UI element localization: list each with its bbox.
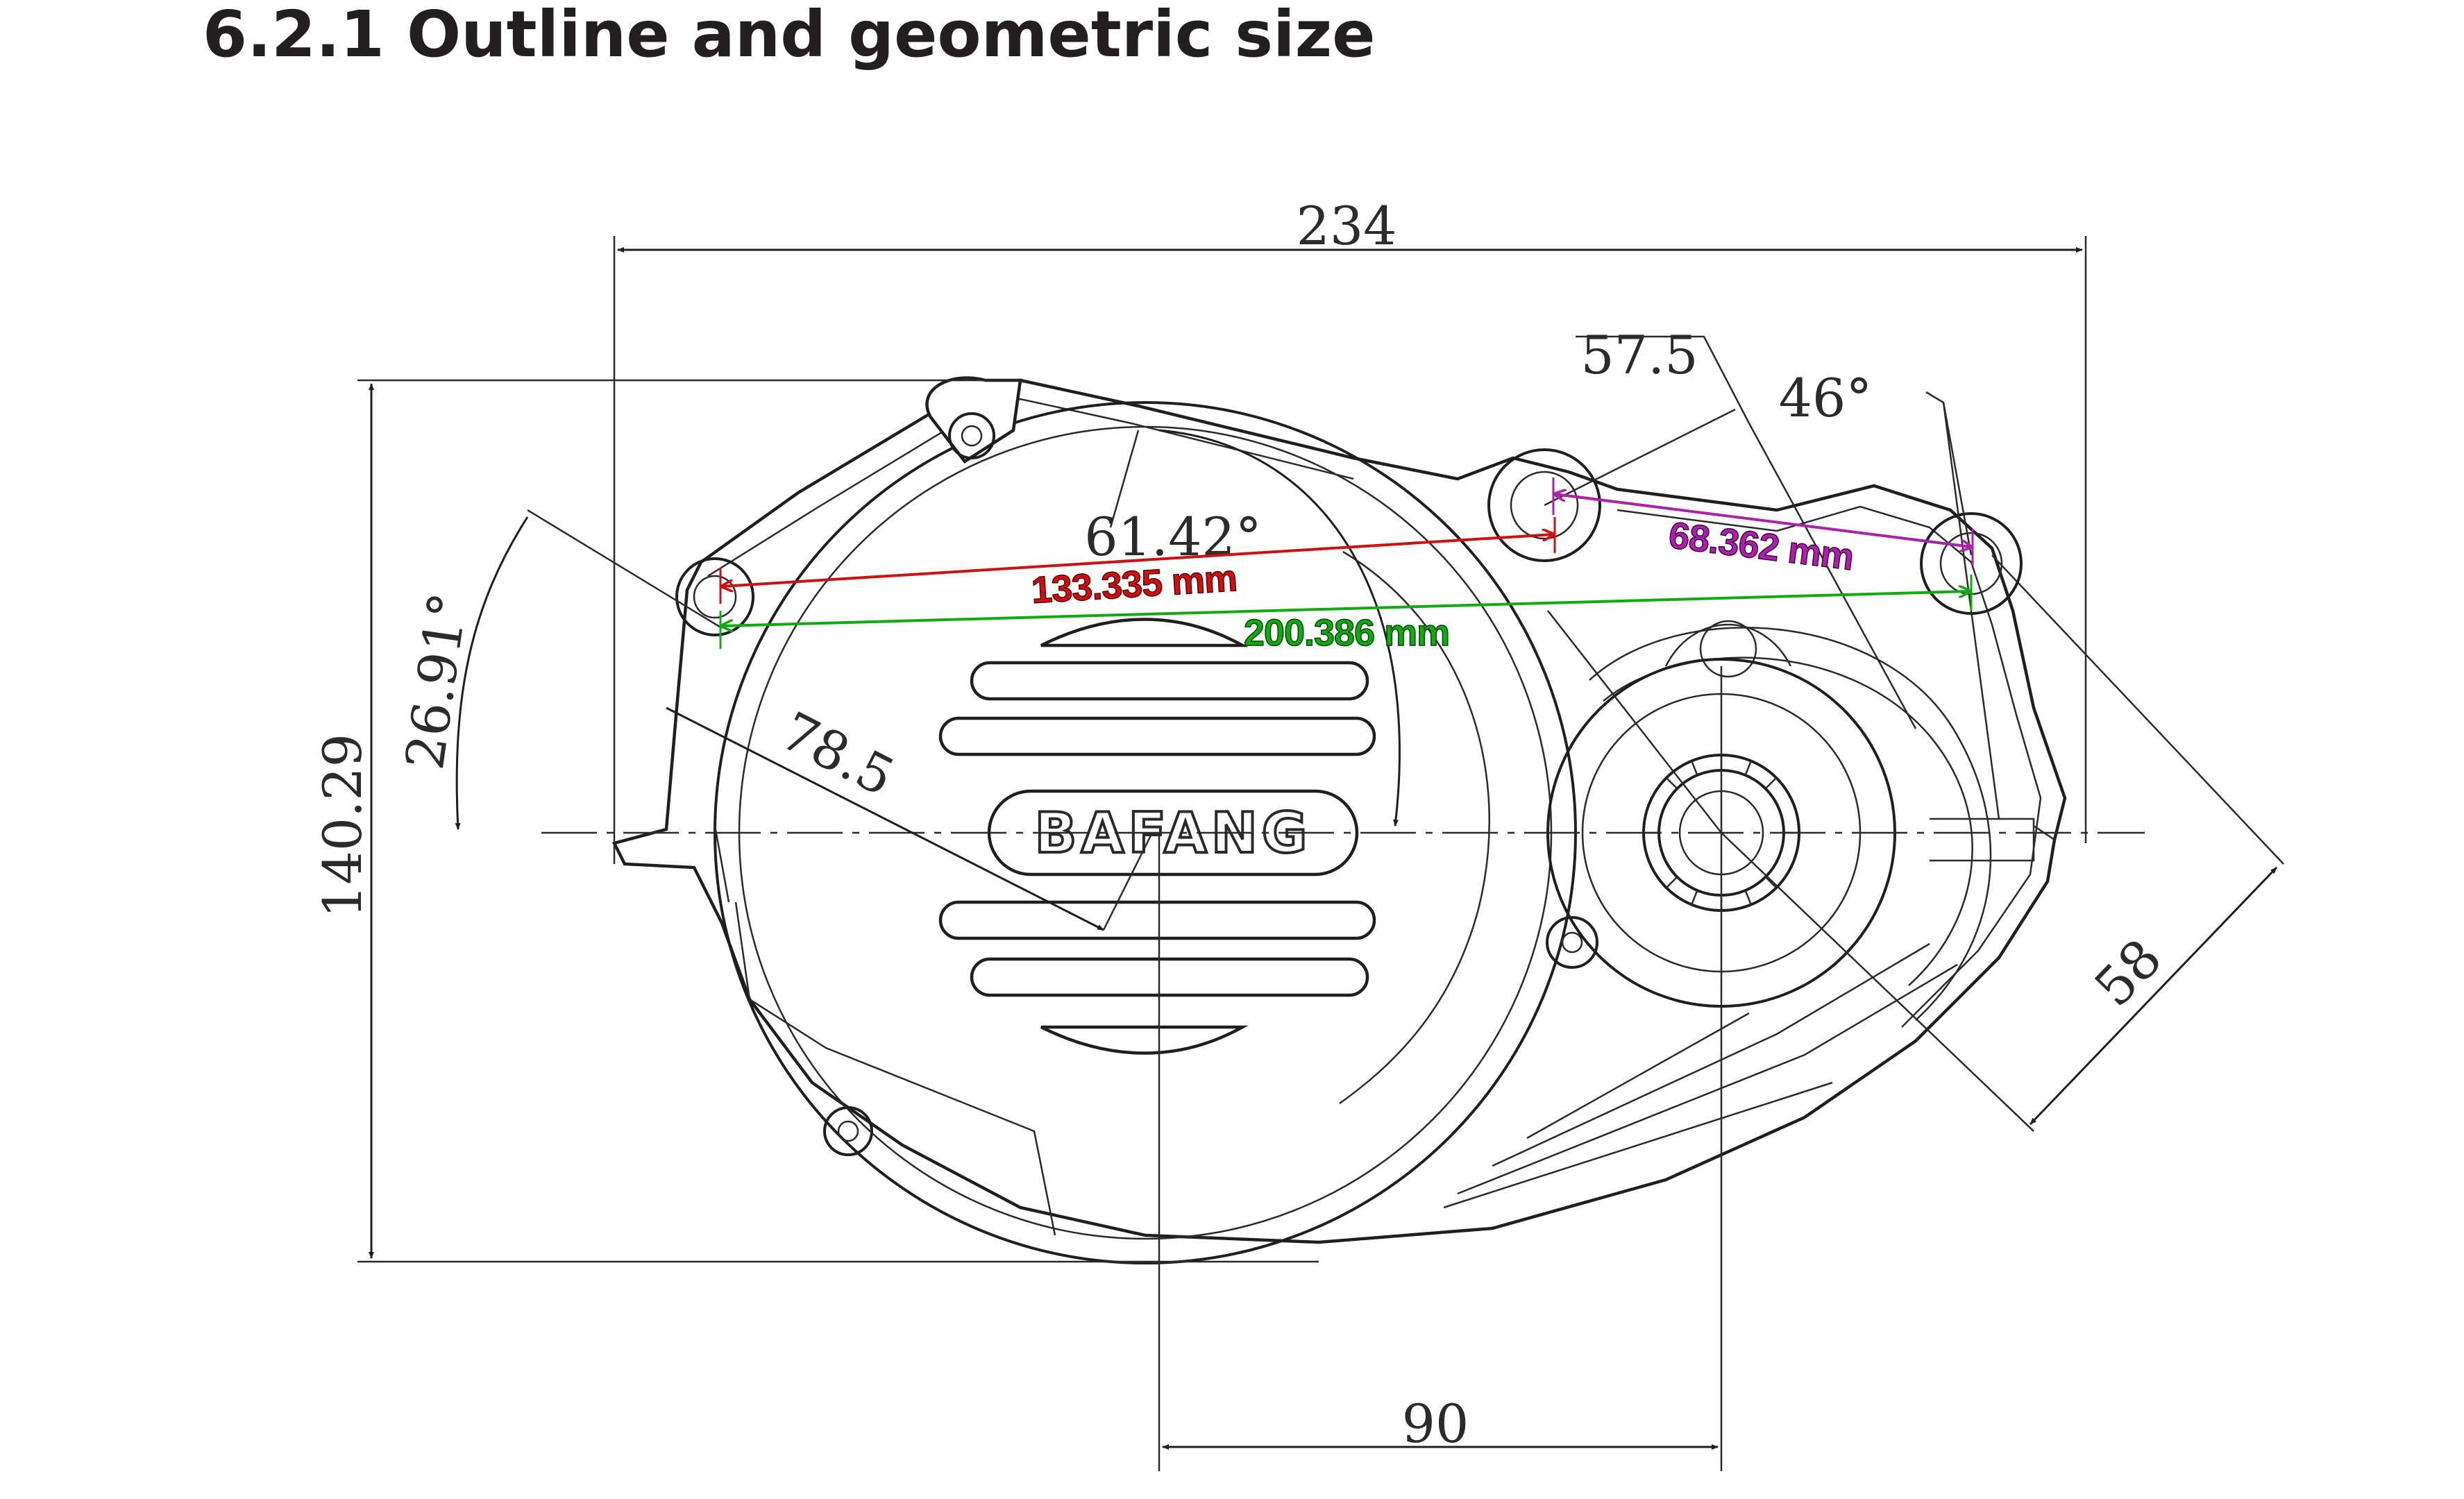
left-angle-label: 26.91° bbox=[394, 589, 480, 773]
measurement-overlay bbox=[719, 477, 1974, 649]
overall-width-label: 234 bbox=[1296, 195, 1396, 257]
measure-line-green bbox=[722, 591, 1970, 626]
spindle-offset-label: 90 bbox=[1402, 1393, 1469, 1455]
brand-logo: BAFANG bbox=[1035, 801, 1312, 865]
dimension-lines bbox=[357, 236, 2284, 1450]
motor-cover-fins: BAFANG bbox=[938, 618, 1376, 1055]
center-lines bbox=[541, 610, 2145, 1471]
measure-line-magenta bbox=[1555, 494, 1971, 547]
overall-height-label: 140.29 bbox=[312, 734, 373, 918]
measure-label-green: 200.386 mm bbox=[1244, 612, 1449, 654]
mount-angle-label: 46° bbox=[1779, 367, 1873, 429]
page-title: 6.2.1 Outline and geometric size bbox=[203, 0, 1376, 71]
diagonal-label: 58 bbox=[2082, 927, 2173, 1018]
measure-line-red bbox=[722, 534, 1553, 586]
mount-offset-label: 57.5 bbox=[1580, 324, 1698, 386]
